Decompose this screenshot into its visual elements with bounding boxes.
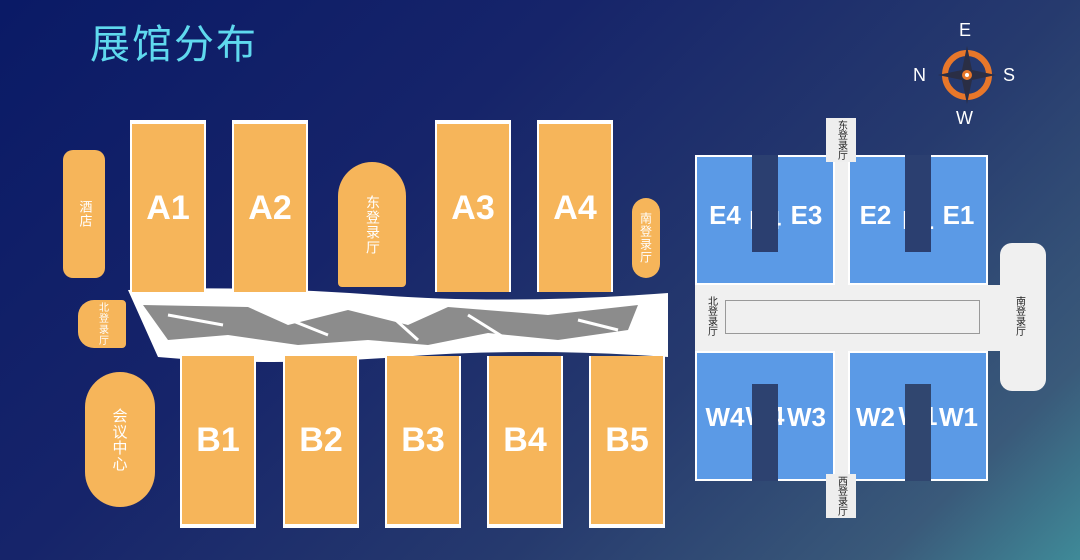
- hall-a3[interactable]: A3: [435, 120, 511, 292]
- hall-a1[interactable]: A1: [130, 120, 206, 292]
- hall-b1[interactable]: B1: [180, 356, 256, 528]
- east-horizontal-corridor: [695, 285, 1005, 351]
- hall-b2[interactable]: B2: [283, 356, 359, 528]
- central-corridor: [128, 288, 668, 362]
- hall-e1-label: E1: [942, 199, 975, 230]
- compass: E N S W: [905, 18, 1035, 133]
- hotel[interactable]: 酒店: [63, 150, 105, 278]
- notch-w1: [905, 384, 931, 481]
- east-south-lobby[interactable]: 南登录厅: [1013, 296, 1025, 336]
- notch-e1: [905, 155, 931, 252]
- notch-e4: [752, 155, 778, 252]
- hall-w1-label: W1: [939, 401, 978, 432]
- compass-north-label: N: [913, 65, 926, 85]
- conference-center[interactable]: 会议中心: [85, 372, 155, 507]
- east-vertical-corridor: [834, 150, 848, 480]
- east-north-lobby[interactable]: 北登录厅: [705, 296, 717, 336]
- hall-w2[interactable]: W2: [856, 401, 895, 432]
- notch-w4: [752, 384, 778, 481]
- hall-e3[interactable]: E3: [790, 199, 823, 230]
- hall-b3[interactable]: B3: [385, 356, 461, 528]
- compass-rose-icon: [938, 46, 996, 104]
- hall-a4[interactable]: A4: [537, 120, 613, 292]
- hall-e4-label: E4: [709, 199, 741, 230]
- west-east-lobby[interactable]: 东登录厅: [338, 162, 406, 287]
- west-south-lobby[interactable]: 南登录厅: [632, 198, 660, 278]
- inner-walkway: [725, 300, 980, 334]
- hall-w3[interactable]: W3: [787, 401, 826, 432]
- page-title: 展馆分布: [90, 22, 258, 68]
- compass-east-label: E: [959, 20, 972, 40]
- compass-south-label: S: [1003, 65, 1016, 85]
- hall-w4-label: W4: [705, 401, 745, 432]
- hall-e2[interactable]: E2: [859, 199, 892, 230]
- east-south-wing: [1000, 243, 1046, 391]
- compass-west-label: W: [956, 108, 973, 128]
- east-east-lobby[interactable]: 东登录厅: [826, 118, 856, 162]
- hall-b4[interactable]: B4: [487, 356, 563, 528]
- hall-a2[interactable]: A2: [232, 120, 308, 292]
- east-west-lobby[interactable]: 西登录厅: [826, 474, 856, 518]
- west-north-lobby[interactable]: 北登录厅: [78, 300, 126, 348]
- hall-b5[interactable]: B5: [589, 356, 665, 528]
